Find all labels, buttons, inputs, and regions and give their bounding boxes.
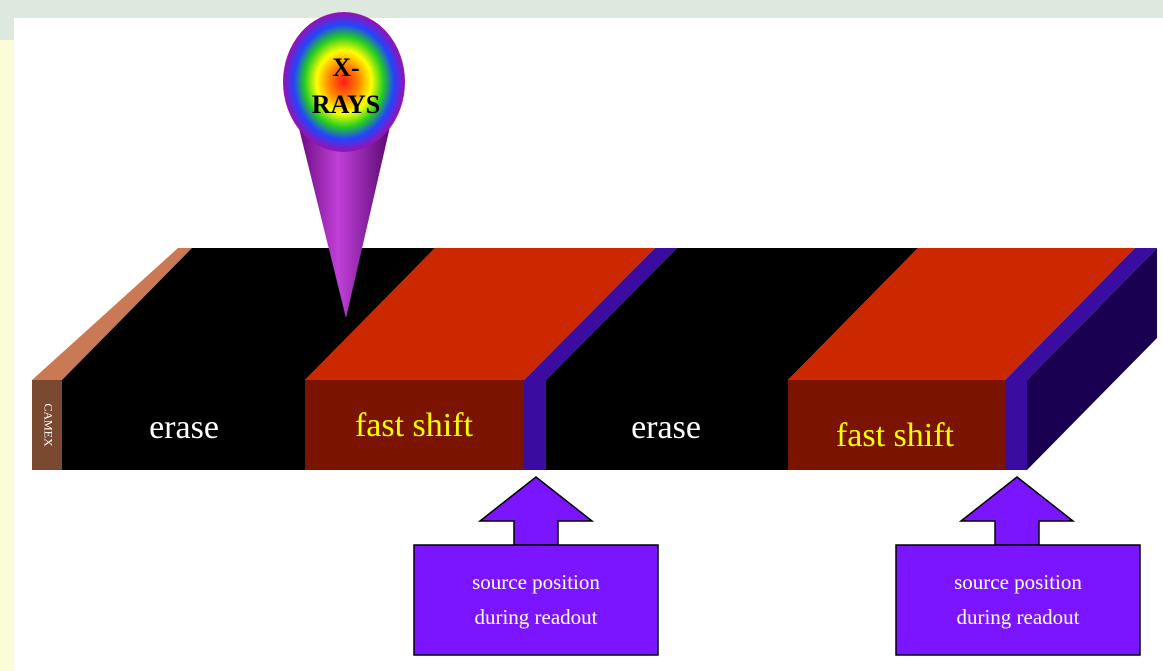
erase-2-front-face xyxy=(546,380,788,470)
xray-cone xyxy=(290,92,398,318)
segment-label-erase-2: erase xyxy=(631,409,701,446)
gap-1-top-face xyxy=(524,248,677,380)
callout-2-line1: source position xyxy=(954,570,1082,594)
callout-arrow-1 xyxy=(477,476,595,546)
callout-box-2 xyxy=(895,544,1141,656)
xray-beam: X- RAYS xyxy=(283,12,405,318)
callout-arrow-2 xyxy=(958,476,1076,546)
gap-1-front-face xyxy=(524,380,546,470)
camex-label: CAMEX xyxy=(41,403,55,447)
callout-box-1 xyxy=(413,544,659,656)
xray-label-line1: X- xyxy=(332,53,359,82)
xray-label-line2: RAYS xyxy=(312,90,380,119)
top-border xyxy=(0,0,1163,18)
left-border xyxy=(0,18,14,671)
segment-label-erase-1: erase xyxy=(149,409,219,446)
erase-1-front-face xyxy=(62,380,305,470)
segment-label-fast-shift-1: fast shift xyxy=(355,407,474,444)
segment-label-fast-shift-2: fast shift xyxy=(836,417,955,454)
callout-source-position-2: source position during readout xyxy=(895,476,1141,656)
erase-2-top-face xyxy=(546,248,918,380)
fast-shift-2-top-face xyxy=(788,248,1135,380)
callout-1-line1: source position xyxy=(472,570,600,594)
callout-1-line2: during readout xyxy=(474,605,597,629)
fast-shift-2-front-face xyxy=(788,380,1005,470)
gap-2-top-face xyxy=(1005,248,1157,380)
callout-source-position-1: source position during readout xyxy=(413,476,659,656)
xray-source-disk xyxy=(283,12,405,152)
strip-right-face xyxy=(1027,248,1157,470)
strip-top-face xyxy=(32,248,1157,380)
fast-shift-1-top-face xyxy=(305,248,655,380)
callout-2-line2: during readout xyxy=(956,605,1079,629)
camex-top-face xyxy=(32,248,192,380)
strip-front-face xyxy=(32,380,1027,470)
camex-front-face xyxy=(32,380,62,470)
fast-shift-1-front-face xyxy=(305,380,524,470)
gap-2-front-face xyxy=(1005,380,1027,470)
